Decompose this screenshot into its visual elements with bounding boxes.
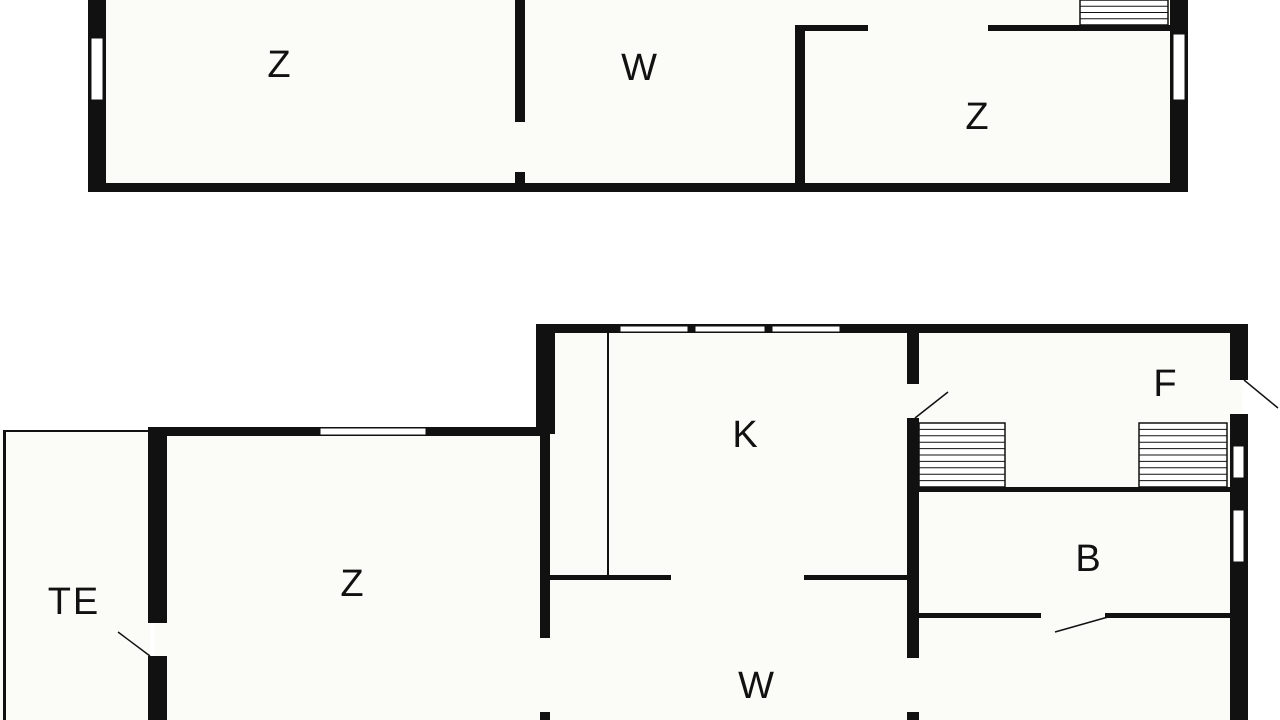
bath-door-swing [1054, 616, 1109, 633]
kitchen-left-wall-stub [540, 712, 550, 720]
right-wall-top [1230, 324, 1248, 380]
storage-door-swing [914, 391, 949, 419]
step-wall-left [536, 324, 555, 434]
upper-partition-2-top [795, 25, 868, 31]
right-wall-mid [1230, 414, 1248, 720]
upper-partition-1-stub [515, 172, 525, 186]
upper-landing-wall [988, 25, 1174, 31]
living-fill [155, 433, 545, 720]
service-wall-lower [907, 418, 919, 658]
upper-partition-2 [795, 26, 805, 186]
kitchen-counter-line [607, 333, 609, 578]
kitchen-window-3 [771, 325, 841, 333]
living-top-window [319, 427, 427, 436]
room-label-hall: W [738, 665, 776, 707]
living-left-wall-lower [148, 656, 167, 720]
kitchen-left-wall [540, 430, 550, 638]
room-label-kitchen: K [732, 414, 759, 456]
right-window-1 [1232, 445, 1245, 479]
room-label-bath: B [1075, 538, 1102, 580]
bath-bottom-wall-left [919, 613, 1041, 618]
upper-right-window [1172, 33, 1186, 101]
upper-partition-1 [515, 0, 525, 122]
kitchen-bottom-wall-left [550, 575, 671, 580]
upper-stairs [1079, 0, 1169, 26]
room-label-upper-middle: W [621, 47, 659, 89]
terrace-outline-left [3, 431, 6, 720]
room-label-storage: F [1153, 363, 1178, 405]
room-label-upper-left: Z [267, 44, 292, 86]
top-wall [536, 324, 1248, 333]
kitchen-bottom-wall-right [804, 575, 908, 580]
storage-bottom-wall [919, 487, 1231, 492]
terrace-fill [0, 431, 150, 720]
lower-stairs-right [1138, 422, 1228, 488]
upper-block-fill [545, 327, 1242, 720]
room-label-terrace: TE [48, 581, 101, 623]
upper-floor: Z W Z [88, 0, 1188, 192]
service-wall-upper [907, 332, 919, 384]
living-left-wall [148, 427, 167, 623]
kitchen-window-2 [694, 325, 766, 333]
lower-floor: TE Z K F B W [0, 324, 1279, 720]
upper-left-window [90, 37, 104, 101]
kitchen-window-1 [619, 325, 689, 333]
room-label-upper-right: Z [965, 96, 990, 138]
right-window-2 [1232, 509, 1245, 563]
exterior-door-swing [1243, 379, 1279, 409]
terrace-door-swing [117, 631, 151, 657]
upper-bottom-wall [88, 183, 1188, 192]
lower-stairs-left [918, 422, 1006, 488]
service-wall-stub [907, 712, 919, 720]
terrace-outline-top [3, 430, 153, 432]
room-label-living-left: Z [340, 563, 365, 605]
bath-bottom-wall-right [1105, 613, 1231, 618]
